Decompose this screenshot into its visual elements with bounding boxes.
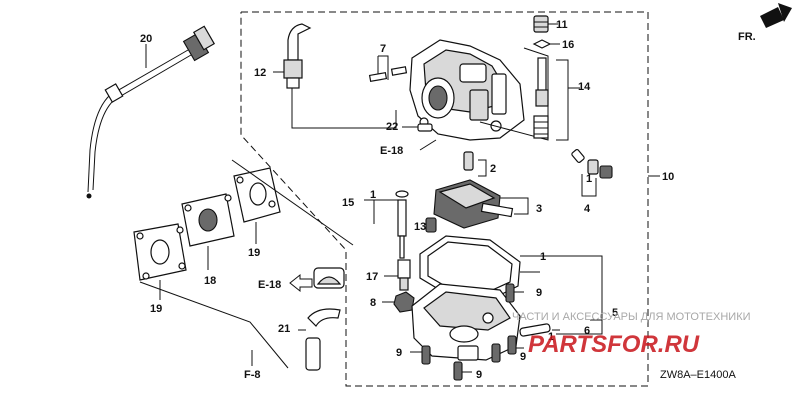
callout-18: 18	[204, 275, 216, 287]
washer-16	[532, 39, 552, 49]
ref-f8: F-8	[244, 369, 261, 381]
callout-11: 11	[556, 19, 568, 31]
callout-9-bowl-bottom: 9	[476, 369, 482, 381]
watermark-logo: PARTSFOR.RU	[528, 331, 700, 358]
callout-10: 10	[662, 171, 674, 183]
callout-6: 6	[584, 325, 590, 337]
callout-15: 15	[342, 197, 354, 209]
ref-front: FR.	[738, 31, 756, 43]
gasket-18	[181, 193, 235, 247]
callout-22: 22	[386, 121, 398, 133]
callout-1-drain: 1	[548, 331, 554, 343]
drain-hose-21	[305, 308, 341, 371]
main-jet-11	[533, 15, 549, 33]
callout-19-left: 19	[150, 303, 162, 315]
callout-9-bowl-right: 9	[520, 351, 526, 363]
ref-e18-top: E-18	[380, 145, 403, 157]
jet-8	[393, 291, 415, 313]
callout-1-gasket: 1	[540, 251, 546, 263]
choke-cable	[86, 25, 216, 199]
hose-clip	[313, 267, 345, 289]
callout-17: 17	[366, 271, 378, 283]
needle-assembly-14	[533, 57, 549, 139]
float-pin-2	[463, 151, 474, 171]
float-bowl-5	[411, 283, 521, 361]
callout-1-air-screw: 1	[586, 173, 592, 185]
callout-21: 21	[278, 323, 290, 335]
callout-1-jet: 1	[370, 189, 376, 201]
callout-20: 20	[140, 33, 152, 45]
fuel-hose-12	[283, 23, 312, 89]
float-3	[433, 179, 514, 229]
assembly-outline	[240, 11, 649, 387]
callout-4: 4	[584, 203, 591, 215]
ref-e18-mid: E-18	[258, 279, 281, 291]
callout-9-bowl-left: 9	[396, 347, 402, 359]
callout-2: 2	[490, 163, 496, 175]
watermark-caption: ЧАСТИ И АКСЕССУАРЫ ДЛЯ МОТОТЕХНИКИ	[512, 311, 751, 323]
callout-19-right: 19	[248, 247, 260, 259]
front-direction-arrow	[760, 3, 792, 28]
callout-5: 5	[612, 307, 618, 319]
callout-3: 3	[536, 203, 542, 215]
gasket-19-right	[233, 167, 281, 223]
gasket-19-left	[133, 223, 187, 281]
callout-16: 16	[562, 39, 574, 51]
callout-8: 8	[370, 297, 376, 309]
callout-13: 13	[414, 221, 426, 233]
callout-9-bowl-top: 9	[536, 287, 542, 299]
callout-7: 7	[380, 43, 386, 55]
air-screw-4	[571, 149, 613, 179]
diagram-code: ZW8A–E1400A	[660, 369, 736, 381]
carburetor-body	[409, 39, 525, 141]
callout-14: 14	[578, 81, 591, 93]
callout-12: 12	[254, 67, 266, 79]
emulsion-tube-17	[397, 259, 411, 291]
